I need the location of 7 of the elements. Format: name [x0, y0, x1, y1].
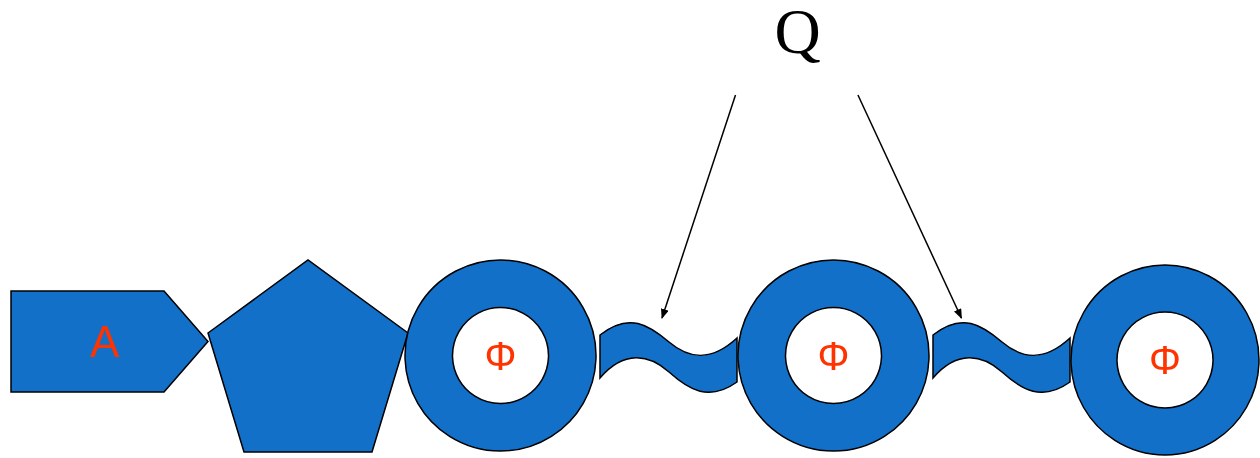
symbol-label: A [90, 319, 120, 364]
label-text: Q [774, 0, 821, 64]
arrow [857, 94, 963, 319]
symbol-label: Φ [817, 335, 850, 376]
arrow [661, 94, 737, 319]
symbol-label: Φ [484, 335, 517, 376]
symbol-label: Φ [1149, 340, 1181, 380]
